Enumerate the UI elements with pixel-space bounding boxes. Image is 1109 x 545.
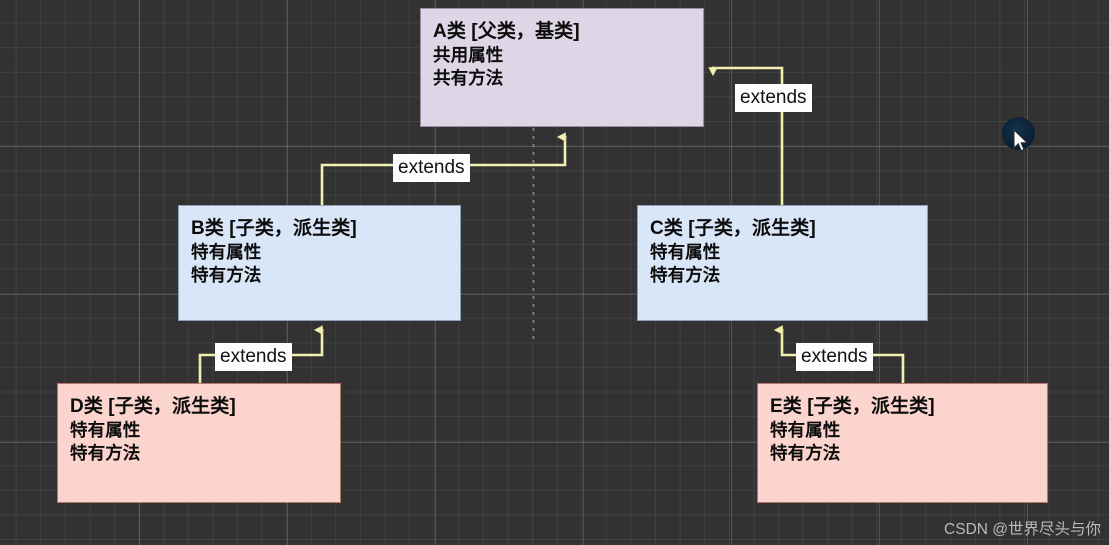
class-node-d-title: D类 [子类，派生类] [70, 396, 236, 417]
class-node-b-title: B类 [子类，派生类] [191, 218, 357, 239]
class-node-e[interactable]: E类 [子类，派生类] 特有属性 特有方法 [757, 383, 1048, 503]
edge-label-e-to-c[interactable]: extends [796, 343, 873, 371]
class-node-c-method: 特有方法 [650, 265, 721, 286]
class-node-a-method: 共有方法 [433, 68, 504, 89]
class-node-c[interactable]: C类 [子类，派生类] 特有属性 特有方法 [637, 205, 928, 321]
csdn-watermark: CSDN @世界尽头与你 [944, 521, 1101, 538]
class-node-d[interactable]: D类 [子类，派生类] 特有属性 特有方法 [57, 383, 341, 503]
mouse-pointer-icon [1013, 129, 1029, 152]
class-node-a[interactable]: A类 [父类，基类] 共用属性 共有方法 [420, 8, 704, 127]
class-node-c-attribute: 特有属性 [650, 242, 721, 263]
class-node-b-method: 特有方法 [191, 265, 262, 286]
edge-label-c-to-a[interactable]: extends [735, 84, 812, 112]
class-node-d-method: 特有方法 [70, 443, 141, 464]
class-node-b-attribute: 特有属性 [191, 242, 262, 263]
class-node-a-attribute: 共用属性 [433, 45, 504, 66]
class-node-e-title: E类 [子类，派生类] [770, 396, 935, 417]
edge-label-d-to-b[interactable]: extends [215, 343, 292, 371]
class-node-a-title: A类 [父类，基类] [433, 21, 580, 42]
class-node-d-attribute: 特有属性 [70, 420, 141, 441]
class-node-e-method: 特有方法 [770, 443, 841, 464]
class-node-b[interactable]: B类 [子类，派生类] 特有属性 特有方法 [178, 205, 461, 321]
class-node-c-title: C类 [子类，派生类] [650, 218, 816, 239]
class-node-e-attribute: 特有属性 [770, 420, 841, 441]
edge-label-b-to-a[interactable]: extends [393, 154, 470, 182]
